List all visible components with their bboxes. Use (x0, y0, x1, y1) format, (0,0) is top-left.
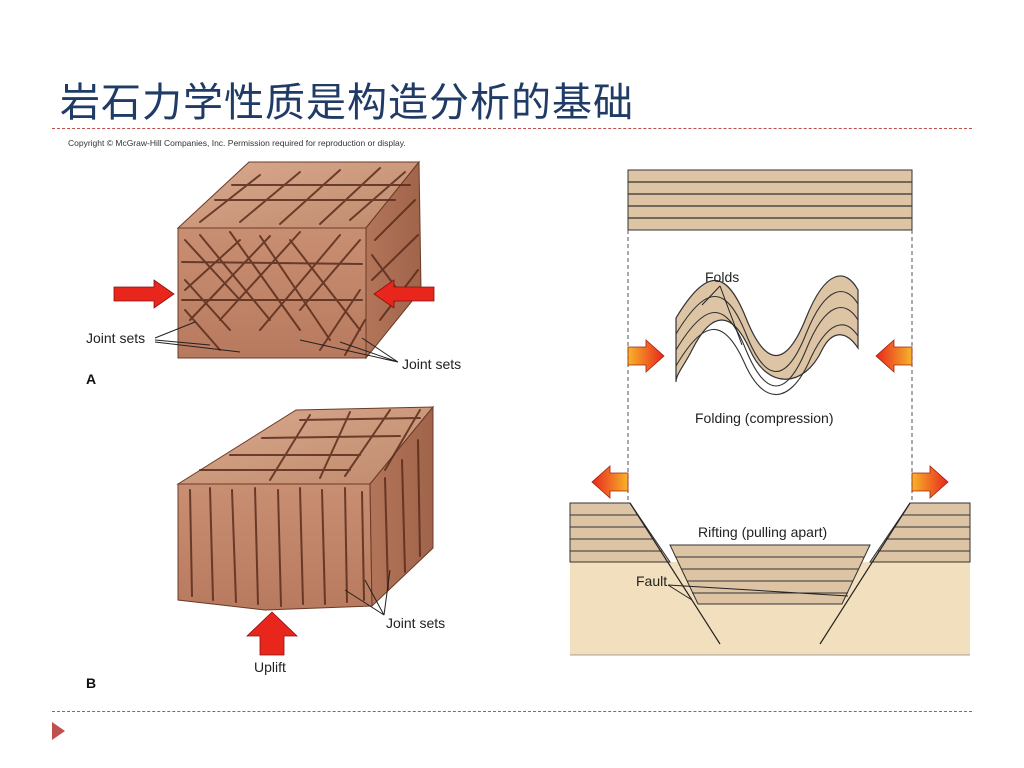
rift-arrow-left (591, 465, 629, 499)
compression-arrow-left (113, 279, 175, 309)
rift-block-left (569, 502, 671, 563)
joint-sets-pointer-b (344, 569, 391, 616)
panel-label-b: B (86, 675, 96, 691)
fault-pointer (667, 584, 849, 601)
rifting-label: Rifting (pulling apart) (698, 524, 827, 540)
fold-arrow-left (627, 339, 665, 373)
fold-arrow-right (875, 339, 913, 373)
joint-sets-pointer-right (299, 337, 399, 363)
triangle-right-icon[interactable] (52, 722, 65, 740)
rift-block-right (869, 502, 971, 563)
compression-arrow-right (373, 279, 435, 309)
block-b (176, 405, 435, 611)
graben-strata (669, 544, 871, 605)
slide-title: 岩石力学性质是构造分析的基础 (60, 80, 634, 126)
joint-sets-label-a-right: Joint sets (402, 356, 461, 372)
fault-label: Fault (636, 573, 667, 589)
panel-label-a: A (86, 371, 96, 387)
uplift-label: Uplift (254, 659, 286, 675)
initial-strata (627, 169, 913, 231)
uplift-arrow (246, 611, 298, 656)
joint-sets-label-b: Joint sets (386, 615, 445, 631)
copyright-notice: Copyright © McGraw-Hill Companies, Inc. … (68, 138, 406, 148)
fault-lines (629, 502, 911, 645)
folding-label: Folding (compression) (695, 410, 834, 426)
block-a (176, 160, 422, 360)
footer-divider (52, 711, 972, 712)
joint-sets-label-a-left: Joint sets (86, 330, 145, 346)
joint-sets-pointer-left (154, 321, 241, 353)
folds-pointer (701, 285, 743, 346)
folds-label: Folds (705, 269, 739, 285)
title-divider (52, 128, 972, 129)
rift-arrow-right (911, 465, 949, 499)
folded-strata (675, 275, 859, 395)
